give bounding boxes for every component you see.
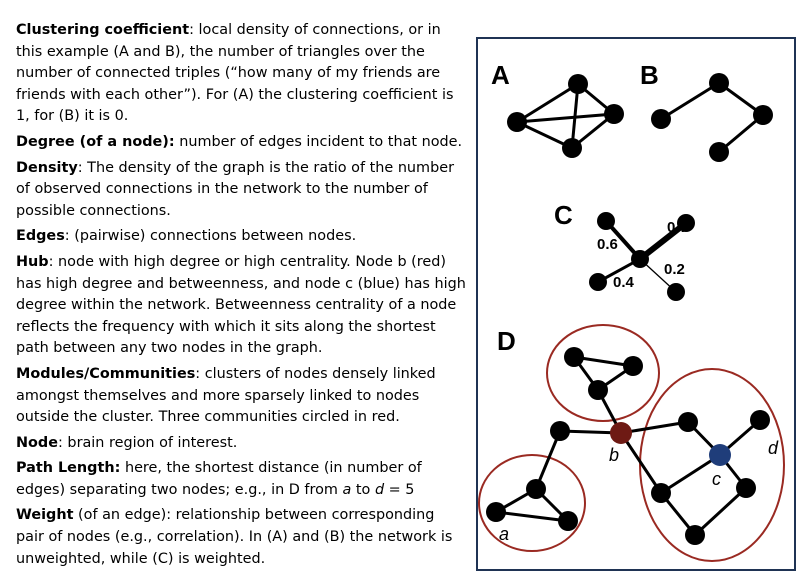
entry-density: Density: The density of the graph is the… <box>16 159 454 219</box>
node <box>526 479 546 499</box>
node-label-d: d <box>768 438 779 458</box>
definition: clusters of nodes densely linked amongst… <box>16 365 436 426</box>
entry-degree: Degree (of a node): number of edges inci… <box>16 132 466 154</box>
edge <box>620 420 689 435</box>
node-label-b: b <box>609 445 619 465</box>
definition: number of edges incident to that node. <box>174 133 463 150</box>
graph-d: D <box>478 324 785 562</box>
edge <box>693 486 748 537</box>
graph-a-nodes <box>507 74 624 158</box>
edge <box>660 81 720 121</box>
entry-weight: Weight (of an edge): relationship betwee… <box>16 505 466 570</box>
edge <box>495 510 569 523</box>
node <box>588 380 608 400</box>
node <box>597 212 615 230</box>
node <box>709 142 729 162</box>
weight-label-0-7: 0.7 <box>667 219 688 236</box>
weight-label-0-2: 0.2 <box>664 261 685 278</box>
graph-d-nodes <box>486 347 770 545</box>
node <box>631 250 649 268</box>
node <box>667 283 685 301</box>
definition: brain region of interest. <box>62 434 238 451</box>
node <box>507 112 527 132</box>
node <box>709 73 729 93</box>
term: Edges <box>16 228 65 245</box>
graph-a: A <box>491 60 624 158</box>
node <box>685 525 705 545</box>
node <box>562 138 582 158</box>
term: Degree (of a node): <box>16 133 175 150</box>
edge <box>534 430 562 490</box>
term: Clustering coefficient <box>16 22 190 38</box>
graph-c-nodes <box>589 212 695 301</box>
definition: node with high degree or high centrality… <box>16 253 466 357</box>
graph-b-edges <box>660 81 764 154</box>
node <box>753 105 773 125</box>
node <box>736 478 756 498</box>
definition: local density of connections, or in this… <box>16 22 454 125</box>
weight-label-0-6: 0.6 <box>597 236 618 253</box>
definition: here, the shortest distance (in number o… <box>16 460 422 498</box>
node <box>564 347 584 367</box>
node-d <box>750 410 770 430</box>
node-label-a: a <box>499 524 509 544</box>
entry-clustering-coefficient: Clustering coefficient: local density of… <box>16 22 454 125</box>
entry-edges: Edges: (pairwise) connections between no… <box>16 228 357 245</box>
node <box>589 273 607 291</box>
edge <box>516 112 615 124</box>
graph-a-edges <box>516 82 615 150</box>
node <box>651 109 671 129</box>
edge <box>516 120 573 150</box>
node <box>550 421 570 441</box>
edge <box>619 432 663 494</box>
term: Weight <box>16 507 74 524</box>
entry-modules: Modules/Communities: clusters of nodes d… <box>16 365 436 426</box>
node-label-c: c <box>712 469 721 489</box>
panel-label-c: C <box>554 200 573 230</box>
glossary: Clustering coefficient: local density of… <box>16 20 466 574</box>
node-a <box>486 502 506 522</box>
network-diagrams: A B <box>478 60 785 562</box>
node <box>678 412 698 432</box>
hub-node-c <box>709 444 731 466</box>
entry-hub: Hub: node with high degree or high centr… <box>16 253 466 357</box>
edge-weight-0-7 <box>638 220 688 262</box>
community-right <box>639 368 785 562</box>
graph-b-nodes <box>651 73 773 162</box>
community-top <box>546 324 660 422</box>
edge <box>570 83 580 149</box>
hub-node-b <box>610 422 632 444</box>
community-left <box>478 454 586 552</box>
definition: (pairwise) connections between nodes. <box>69 228 357 245</box>
graph-c: C 0.7 0.6 0.4 0.2 <box>554 200 695 301</box>
entry-path-length: Path Length: here, the shortest distance… <box>16 460 422 498</box>
graph-b: B <box>640 60 773 162</box>
term: Modules/Communities <box>16 365 196 382</box>
entry-node: Node: brain region of interest. <box>16 434 238 451</box>
node <box>677 214 695 232</box>
node <box>568 74 588 94</box>
edge <box>660 453 721 495</box>
node <box>604 104 624 124</box>
node <box>623 356 643 376</box>
network-figure-panel: A B <box>476 37 796 571</box>
term: Path Length: <box>16 460 121 477</box>
definition: The density of the graph is the ratio of… <box>16 159 454 219</box>
definition: (of an edge): relationship between corre… <box>16 507 453 567</box>
community-outlines <box>478 324 785 562</box>
weight-label-0-4: 0.4 <box>613 274 635 291</box>
edge <box>516 82 579 124</box>
node <box>651 483 671 503</box>
term: Node <box>16 434 58 451</box>
term: Density <box>16 159 78 176</box>
panel-label-a: A <box>491 60 510 90</box>
panel-label-b: B <box>640 60 659 90</box>
node <box>558 511 578 531</box>
panel-label-d: D <box>497 326 516 356</box>
term: Hub <box>16 253 49 270</box>
